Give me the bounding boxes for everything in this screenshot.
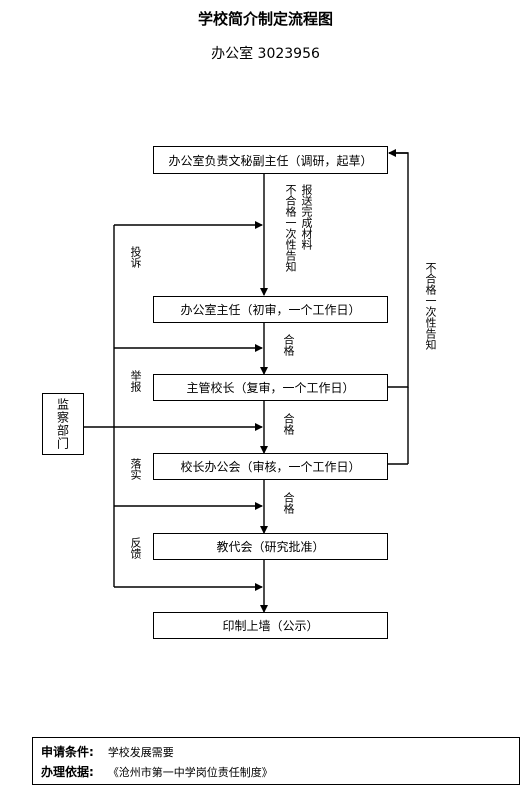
condition-label: 申请条件:	[41, 745, 94, 759]
label-pass-2: 合格	[282, 413, 295, 435]
footer-info: 申请条件: 学校发展需要 办理依据: 《沧州市第一中学岗位责任制度》	[32, 737, 520, 785]
box-initial-review: 办公室主任（初审，一个工作日）	[153, 296, 388, 323]
box-draft: 办公室负责文秘副主任（调研，起草）	[153, 146, 388, 174]
basis-value: 《沧州市第一中学岗位责任制度》	[107, 766, 273, 779]
label-pass-3: 合格	[282, 492, 295, 514]
label-complaint: 投诉	[129, 246, 142, 268]
label-verify: 落实	[129, 458, 142, 480]
basis-label: 办理依据:	[41, 765, 94, 779]
reject-line-second	[387, 152, 409, 388]
box-supervision: 监察部门	[42, 393, 84, 455]
footer-condition-row: 申请条件: 学校发展需要	[41, 743, 174, 760]
label-feedback: 反馈	[129, 537, 142, 559]
box-congress: 教代会（研究批准）	[153, 533, 388, 560]
page-subtitle: 办公室 3023956	[211, 46, 320, 62]
box-second-review: 主管校长（复审，一个工作日）	[153, 374, 388, 401]
label-reject-left: 不合格一次性告知	[284, 184, 297, 272]
label-report: 举报	[129, 370, 142, 392]
label-submit: 报送完成材料	[300, 184, 313, 250]
box-publish: 印制上墙（公示）	[153, 612, 388, 639]
label-reject-right: 不合格一次性告知	[424, 262, 437, 350]
box-office-meeting: 校长办公会（审核，一个工作日）	[153, 453, 388, 480]
page-title: 学校简介制定流程图	[197, 10, 333, 28]
footer-basis-row: 办理依据: 《沧州市第一中学岗位责任制度》	[41, 763, 273, 780]
condition-value: 学校发展需要	[107, 746, 174, 759]
label-pass-1: 合格	[282, 334, 295, 356]
